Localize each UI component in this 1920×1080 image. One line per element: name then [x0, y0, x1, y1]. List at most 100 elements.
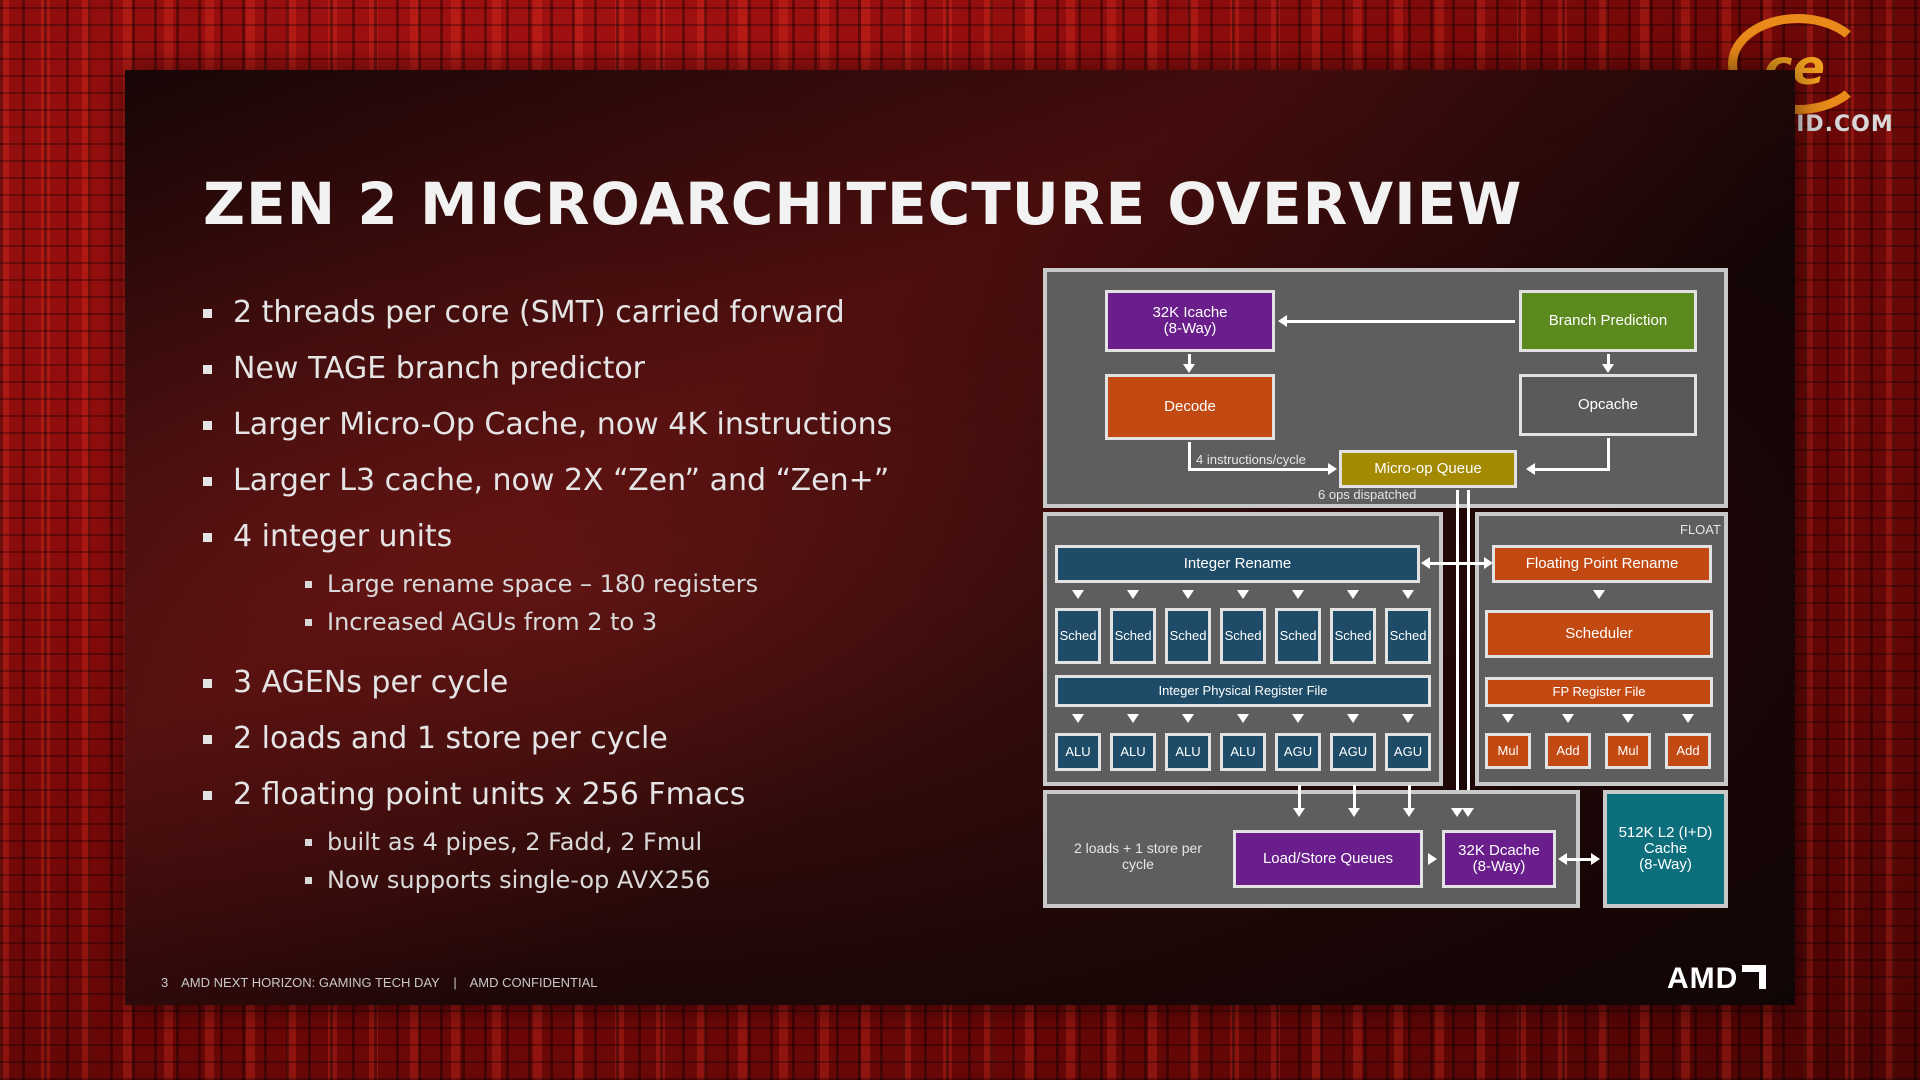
arrow-left-icon [1526, 463, 1535, 475]
scheduler-box: Sched [1110, 608, 1156, 664]
alu-box: ALU [1055, 733, 1101, 771]
arrow-down-icon [1462, 808, 1474, 817]
arrow-down-icon [1451, 808, 1463, 817]
decode-box: Decode [1105, 374, 1275, 440]
footer-separator: | [453, 975, 457, 990]
arrow-down-icon [1072, 590, 1084, 599]
confidential-label: AMD CONFIDENTIAL [469, 975, 598, 990]
bullet-list: 2 threads per core (SMT) carried forward… [203, 285, 1023, 899]
arrow-down-icon [1602, 364, 1614, 373]
sub-bullet-item: Now supports single-op AVX256 [203, 861, 1023, 899]
arrow-down-icon [1292, 590, 1304, 599]
rename-link-line [1428, 562, 1488, 565]
fp-scheduler-box: Scheduler [1485, 610, 1713, 658]
arrow-down-icon [1402, 590, 1414, 599]
opcache-box: Opcache [1519, 374, 1697, 436]
fp-add-box: Add [1665, 733, 1711, 769]
agu-to-lsq-line [1298, 785, 1301, 809]
arrow-down-icon [1127, 714, 1139, 723]
arrow-left-icon [1558, 853, 1567, 865]
decode-down-line [1188, 442, 1191, 470]
arrow-down-icon [1682, 714, 1694, 723]
bullet-item: 4 integer units [203, 509, 1023, 565]
loads-stores-label: 2 loads + 1 store per cycle [1073, 840, 1203, 872]
bp-opcache-line [1607, 354, 1610, 366]
arrow-left-icon [1421, 557, 1430, 569]
dcache-l2-line [1565, 858, 1593, 861]
arrow-down-icon [1347, 590, 1359, 599]
arrow-down-icon [1292, 714, 1304, 723]
bullet-item: Larger Micro-Op Cache, now 4K instructio… [203, 397, 1023, 453]
l2-cache-box: 512K L2 (I+D) Cache (8-Way) [1603, 790, 1728, 908]
bullet-item: 2 floating point units x 256 Fmacs [203, 767, 1023, 823]
scheduler-box: Sched [1165, 608, 1211, 664]
watermark-ring-icon [1728, 14, 1868, 114]
instructions-per-cycle-label: 4 instructions/cycle [1196, 452, 1306, 467]
arrow-down-icon [1127, 590, 1139, 599]
page-number: 3 [161, 975, 169, 990]
arrow-down-icon [1293, 808, 1305, 817]
int-register-file-box: Integer Physical Register File [1055, 675, 1431, 707]
agu-box: AGU [1275, 733, 1321, 771]
sub-bullet-item: built as 4 pipes, 2 Fadd, 2 Fmul [203, 823, 1023, 861]
slide-title: ZEN 2 MICROARCHITECTURE OVERVIEW [203, 170, 1523, 238]
bullet-item: 2 threads per core (SMT) carried forward [203, 285, 1023, 341]
micro-op-queue-box: Micro-op Queue [1339, 450, 1517, 488]
scheduler-box: Sched [1385, 608, 1431, 664]
arrow-right-icon [1484, 557, 1493, 569]
agu-box: AGU [1330, 733, 1376, 771]
fp-add-box: Add [1545, 733, 1591, 769]
fp-rename-box: Floating Point Rename [1492, 545, 1712, 583]
scheduler-box: Sched [1330, 608, 1376, 664]
arrow-down-icon [1402, 714, 1414, 723]
arrow-down-icon [1593, 590, 1605, 599]
scheduler-box: Sched [1055, 608, 1101, 664]
bullet-item: Larger L3 cache, now 2X “Zen” and “Zen+” [203, 453, 1023, 509]
agu-to-lsq-line [1408, 785, 1411, 809]
opcache-down-line [1607, 438, 1610, 470]
dcache-box: 32K Dcache (8-Way) [1442, 830, 1556, 888]
bullet-item: 3 AGENs per cycle [203, 655, 1023, 711]
amd-arrow-icon [1742, 965, 1767, 989]
float-label: FLOAT [1680, 522, 1721, 537]
watermark: ce GECID.COM [1728, 14, 1898, 144]
ops-dispatched-label: 6 ops dispatched [1318, 487, 1417, 502]
arrow-down-icon [1182, 714, 1194, 723]
arrow-down-icon [1622, 714, 1634, 723]
bullet-item: 2 loads and 1 store per cycle [203, 711, 1023, 767]
icache-decode-line [1188, 354, 1191, 366]
arrow-down-icon [1183, 364, 1195, 373]
load-store-queues-box: Load/Store Queues [1233, 830, 1423, 888]
integer-rename-box: Integer Rename [1055, 545, 1420, 583]
arrow-down-icon [1502, 714, 1514, 723]
arrow-down-icon [1072, 714, 1084, 723]
bullet-item: New TAGE branch predictor [203, 341, 1023, 397]
arrow-right-icon [1591, 853, 1600, 865]
scheduler-box: Sched [1275, 608, 1321, 664]
opcache-to-queue-line [1535, 468, 1610, 471]
arrow-left-icon [1278, 315, 1287, 327]
alu-box: ALU [1110, 733, 1156, 771]
sub-bullet-item: Large rename space – 180 registers [203, 565, 1023, 603]
decode-to-queue-line [1188, 468, 1328, 471]
fp-mul-box: Mul [1485, 733, 1531, 769]
sub-bullet-item: Increased AGUs from 2 to 3 [203, 603, 1023, 641]
alu-box: ALU [1220, 733, 1266, 771]
agu-box: AGU [1385, 733, 1431, 771]
arrow-down-icon [1237, 714, 1249, 723]
arrow-right-icon [1328, 463, 1337, 475]
arrow-down-icon [1562, 714, 1574, 723]
amd-logo: AMD [1667, 962, 1767, 996]
arrow-right-icon [1428, 853, 1437, 865]
alu-box: ALU [1165, 733, 1211, 771]
dispatch-line-2 [1467, 490, 1470, 802]
arrow-down-icon [1348, 808, 1360, 817]
event-name: AMD NEXT HORIZON: GAMING TECH DAY [181, 975, 440, 990]
bp-to-icache-line [1284, 320, 1515, 323]
arrow-down-icon [1403, 808, 1415, 817]
arrow-down-icon [1347, 714, 1359, 723]
fp-mul-box: Mul [1605, 733, 1651, 769]
fp-register-file-box: FP Register File [1485, 677, 1713, 707]
agu-to-lsq-line [1353, 785, 1356, 809]
scheduler-box: Sched [1220, 608, 1266, 664]
